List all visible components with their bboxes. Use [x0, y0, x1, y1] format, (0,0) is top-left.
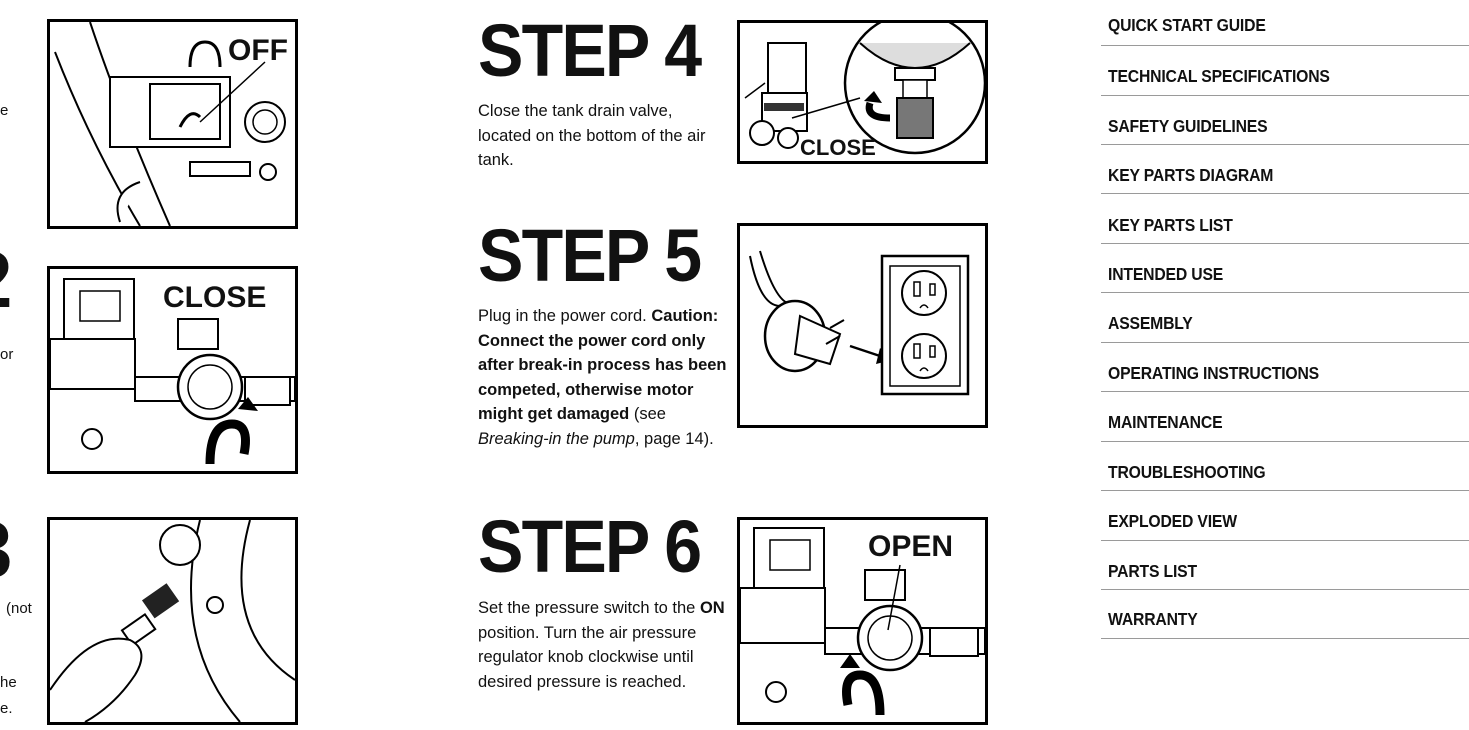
step-6-text: Set the pressure switch to the ON positi…	[478, 596, 728, 694]
nav-item-exploded-view[interactable]: EXPLODED VIEW	[1101, 491, 1469, 541]
cut-text-2: or	[0, 346, 14, 363]
nav-item-technical-specifications[interactable]: TECHNICAL SPECIFICATIONS	[1101, 46, 1469, 96]
nav-item-label: KEY PARTS DIAGRAM	[1108, 165, 1274, 185]
nav-item-label: TECHNICAL SPECIFICATIONS	[1108, 66, 1330, 86]
off-label: OFF	[228, 34, 288, 67]
step-5-caution: Caution: Connect the power cord only aft…	[478, 307, 727, 424]
nav-item-quick-start-guide[interactable]: QUICK START GUIDE	[1101, 0, 1469, 46]
nav-item-label: PARTS LIST	[1108, 561, 1197, 581]
nav-item-label: KEY PARTS LIST	[1108, 215, 1233, 235]
nav-item-troubleshooting[interactable]: TROUBLESHOOTING	[1101, 442, 1469, 491]
close-label-step4: CLOSE	[800, 135, 876, 160]
step-4-text: Close the tank drain valve, located on t…	[478, 102, 706, 170]
step-6-on: ON	[699, 599, 725, 617]
step-number-3-fragment: 3	[0, 510, 13, 590]
cut-text-3: (not	[6, 600, 32, 617]
step-6-title: STEP 6	[478, 505, 702, 588]
nav-item-parts-list[interactable]: PARTS LIST	[1101, 541, 1469, 590]
cut-text-1: e	[0, 102, 9, 119]
nav-item-label: MAINTENANCE	[1108, 412, 1223, 432]
step-5-text-italic: Breaking-in the pump	[478, 429, 635, 448]
nav-item-assembly[interactable]: ASSEMBLY	[1101, 293, 1469, 343]
cut-text-4: he	[0, 674, 17, 691]
pressure-switch-off-illustration: OFF	[47, 19, 298, 229]
nav-item-intended-use[interactable]: INTENDED USE	[1101, 244, 1469, 293]
close-label-left: CLOSE	[163, 281, 266, 314]
regulator-open-illustration: OPEN	[737, 517, 988, 725]
nav-item-warranty[interactable]: WARRANTY	[1101, 590, 1469, 639]
nav-item-label: EXPLODED VIEW	[1108, 511, 1237, 531]
step-4-title: STEP 4	[478, 9, 702, 92]
cut-text-5: e.	[0, 700, 13, 717]
nav-item-label: INTENDED USE	[1108, 264, 1224, 284]
nav-item-label: QUICK START GUIDE	[1108, 15, 1266, 35]
nav-item-operating-instructions[interactable]: OPERATING INSTRUCTIONS	[1101, 343, 1469, 392]
hose-connect-illustration	[47, 517, 298, 725]
step-6-text-before: Set the pressure switch to the	[478, 599, 700, 617]
nav-item-label: WARRANTY	[1108, 609, 1198, 629]
open-label: OPEN	[868, 530, 953, 563]
nav-item-label: OPERATING INSTRUCTIONS	[1108, 363, 1320, 383]
step-5-text-after: (see	[629, 405, 666, 424]
step-5-text-end: , page 14).	[634, 429, 714, 448]
nav-item-key-parts-diagram[interactable]: KEY PARTS DIAGRAM	[1101, 145, 1469, 194]
nav-item-label: ASSEMBLY	[1108, 313, 1193, 333]
regulator-close-illustration: CLOSE	[47, 266, 298, 474]
nav-item-label: TROUBLESHOOTING	[1108, 462, 1266, 482]
nav-item-safety-guidelines[interactable]: SAFETY GUIDELINES	[1101, 96, 1469, 145]
step-5-text: Plug in the power cord. Caution: Connect…	[478, 304, 728, 452]
nav-item-label: SAFETY GUIDELINES	[1108, 116, 1268, 136]
step-5-text-plain: Plug in the power cord.	[478, 307, 647, 325]
tank-drain-close-illustration: CLOSE	[737, 20, 988, 164]
nav-item-maintenance[interactable]: MAINTENANCE	[1101, 392, 1469, 442]
step-5-title: STEP 5	[478, 214, 702, 297]
nav-item-key-parts-list[interactable]: KEY PARTS LIST	[1101, 194, 1469, 244]
power-plug-illustration	[737, 223, 988, 428]
step-number-2-fragment: 2	[0, 240, 13, 320]
step-6-text-after: position. Turn the air pressure regulato…	[478, 623, 697, 691]
